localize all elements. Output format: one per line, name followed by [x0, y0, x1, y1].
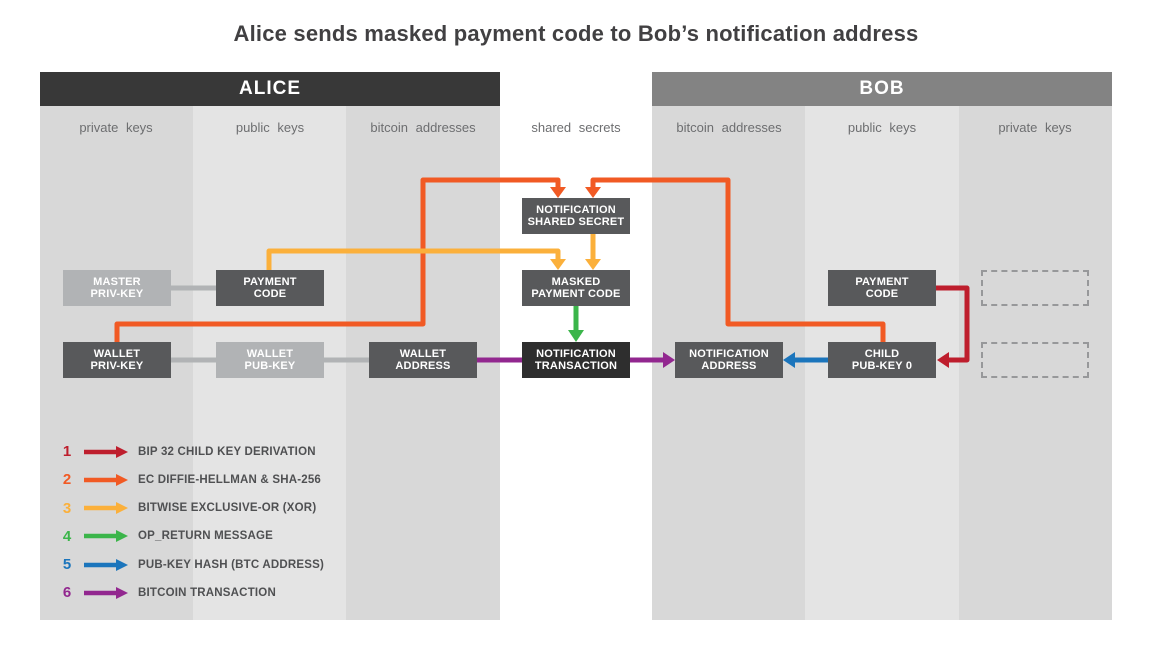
diagram-title: Alice sends masked payment code to Bob’s… [233, 21, 919, 46]
box-label: CODE [865, 288, 899, 300]
legend-arrow-icon [84, 558, 128, 571]
legend-arrow-icon [84, 473, 128, 486]
legend-label: OP_RETURN MESSAGE [138, 530, 274, 543]
box-label: TRANSACTION [534, 360, 618, 372]
legend-label: BITCOIN TRANSACTION [138, 586, 276, 599]
column-label-shared-secrets: shared secrets [531, 120, 621, 135]
alice-header-bar: ALICE [40, 72, 500, 106]
legend-number: 6 [62, 584, 72, 602]
arrowhead-opreturn [568, 330, 584, 342]
legend-label: BITWISE EXCLUSIVE-OR (XOR) [138, 502, 317, 515]
arrowhead-xor-sharedsecret [585, 259, 601, 270]
box-child-pub-key-0: CHILD PUB-KEY 0 [828, 342, 936, 378]
legend-row-opreturn: 4 OP_RETURN MESSAGE [58, 528, 324, 545]
box-label: CODE [253, 288, 287, 300]
box-label: CHILD [864, 347, 900, 360]
box-label: MASTER [93, 275, 141, 288]
box-payment-code-alice: PAYMENT CODE [216, 270, 324, 306]
legend-number: 4 [62, 527, 72, 545]
column-label-alice-bitcoin-addresses: bitcoin addresses [370, 120, 476, 135]
legend-number: 2 [62, 471, 72, 489]
arrowhead-pubkeyhash [783, 352, 795, 368]
legend-number: 3 [62, 499, 72, 517]
legend: 1 BIP 32 CHILD KEY DERIVATION 2 EC DIFFI… [58, 443, 324, 613]
wire-ecdh-alice [114, 177, 561, 342]
box-payment-code-bob: PAYMENT CODE [828, 270, 936, 306]
wire-bip32-bob [936, 285, 970, 363]
box-master-priv-key: MASTER PRIV-KEY [63, 270, 171, 306]
box-label: NOTIFICATION [689, 347, 769, 360]
box-label: PUB-KEY [244, 360, 296, 372]
box-label: MASKED [551, 275, 601, 288]
legend-row-bip32: 1 BIP 32 CHILD KEY DERIVATION [58, 443, 324, 460]
box-label: SHARED SECRET [527, 216, 625, 228]
legend-row-transaction: 6 BITCOIN TRANSACTION [58, 584, 324, 601]
arrowhead-ecdh-bob [585, 187, 601, 198]
column-bob-private-keys [959, 106, 1112, 620]
box-label: WALLET [246, 347, 294, 360]
arrowhead-ecdh-alice [550, 187, 566, 198]
box-wallet-address: WALLET ADDRESS [369, 342, 477, 378]
box-label: WALLET [93, 347, 141, 360]
box-label: PAYMENT CODE [531, 288, 621, 300]
box-label: NOTIFICATION [536, 347, 616, 360]
box-bob-private-key-placeholder-1 [981, 270, 1089, 306]
bob-header-bar: BOB [652, 72, 1112, 106]
legend-arrow-icon [84, 586, 128, 599]
box-label: PAYMENT [243, 275, 297, 288]
box-label: PRIV-KEY [90, 360, 144, 372]
column-label-alice-public-keys: public keys [235, 120, 305, 135]
box-wallet-priv-key: WALLET PRIV-KEY [63, 342, 171, 378]
box-notification-shared-secret: NOTIFICATION SHARED SECRET [522, 198, 630, 234]
arrowhead-transaction [663, 352, 675, 368]
legend-row-ecdh: 2 EC DIFFIE-HELLMAN & SHA-256 [58, 471, 324, 488]
box-label: WALLET [399, 347, 447, 360]
legend-row-pubkeyhash: 5 PUB-KEY HASH (BTC ADDRESS) [58, 556, 324, 573]
box-notification-transaction: NOTIFICATION TRANSACTION [522, 342, 630, 378]
column-label-alice-private-keys: private keys [79, 120, 153, 135]
arrowhead-bip32-bob [937, 352, 949, 368]
legend-label: PUB-KEY HASH (BTC ADDRESS) [138, 558, 325, 571]
arrowhead-xor-paymentcode [550, 259, 566, 270]
column-label-bob-bitcoin-addresses: bitcoin addresses [676, 120, 782, 135]
legend-label: EC DIFFIE-HELLMAN & SHA-256 [138, 473, 322, 486]
box-label: PAYMENT [855, 275, 909, 288]
box-notification-address: NOTIFICATION ADDRESS [675, 342, 783, 378]
wire-ecdh-bob [590, 177, 886, 342]
legend-row-xor: 3 BITWISE EXCLUSIVE-OR (XOR) [58, 500, 324, 517]
legend-number: 5 [62, 556, 72, 574]
legend-label: BIP 32 CHILD KEY DERIVATION [138, 445, 316, 458]
box-label: PRIV-KEY [90, 288, 144, 300]
box-masked-payment-code: MASKED PAYMENT CODE [522, 270, 630, 306]
box-label: ADDRESS [701, 360, 757, 372]
legend-arrow-icon [84, 530, 128, 543]
legend-arrow-icon [84, 445, 128, 458]
column-label-bob-public-keys: public keys [847, 120, 917, 135]
box-label: PUB-KEY 0 [851, 360, 913, 372]
column-label-bob-private-keys: private keys [998, 120, 1072, 135]
box-label: ADDRESS [395, 360, 451, 372]
box-label: NOTIFICATION [536, 203, 616, 216]
wire-xor-paymentcode [266, 248, 561, 270]
legend-arrow-icon [84, 502, 128, 515]
box-wallet-pub-key: WALLET PUB-KEY [216, 342, 324, 378]
box-bob-private-key-placeholder-2 [981, 342, 1089, 378]
legend-number: 1 [62, 443, 72, 460]
